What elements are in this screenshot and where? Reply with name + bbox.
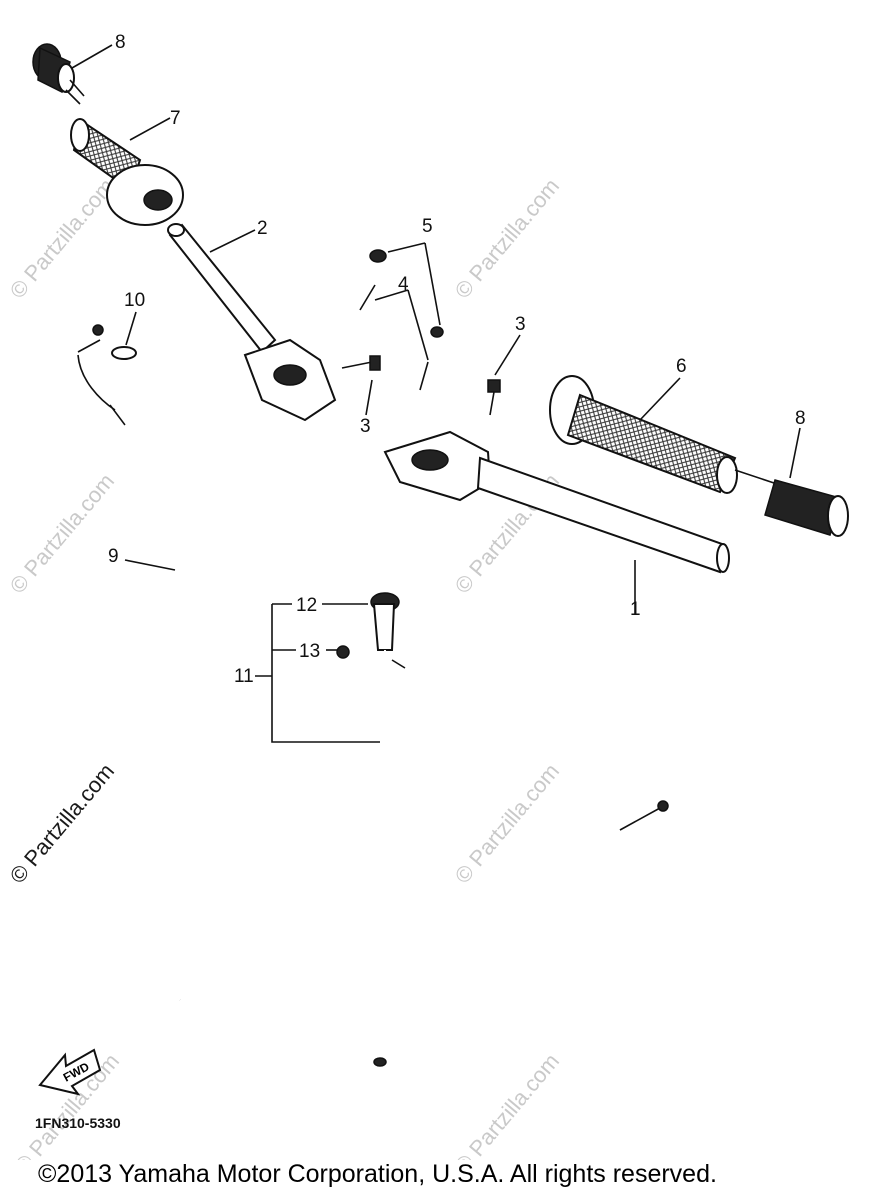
callout-8: 8	[115, 32, 126, 53]
callout-12: 12	[296, 595, 317, 616]
screws	[359, 242, 444, 391]
handlebar-right	[383, 430, 730, 615]
callout-11: 11	[234, 666, 254, 687]
throttle-grip	[70, 117, 184, 226]
callout-3: 3	[515, 314, 526, 335]
bar-end-weight-right	[734, 427, 849, 537]
copyright-notice: ©2013 Yamaha Motor Corporation, U.S.A. A…	[38, 1160, 717, 1188]
watermark: © Partzilla.com	[5, 469, 119, 599]
callout-10: 10	[124, 290, 145, 311]
callout-2: 2	[257, 218, 268, 239]
throttle-cable	[77, 311, 669, 1012]
callout-labels: 8 7 2 5 4 10 3 6 3 8 9 1 12 13 11	[108, 32, 806, 687]
diagram-canvas: © Partzilla.com © Partzilla.com © Partzi…	[5, 32, 849, 1179]
callout-3: 3	[360, 416, 371, 437]
watermark: © Partzilla.com	[5, 759, 119, 889]
bolt-right	[487, 334, 521, 416]
watermark: © Partzilla.com	[450, 759, 564, 889]
diagram-code: 1FN310-5330	[35, 1115, 121, 1131]
callout-7: 7	[170, 108, 181, 129]
watermark: © Partzilla.com	[5, 174, 119, 304]
callout-6: 6	[676, 356, 687, 377]
handlebar-left	[167, 223, 337, 422]
callout-5: 5	[422, 216, 433, 237]
callout-4: 4	[398, 274, 409, 295]
callout-1: 1	[630, 599, 641, 620]
bolt-left	[341, 355, 381, 416]
callout-13: 13	[299, 641, 320, 662]
callout-8: 8	[795, 408, 806, 429]
watermark: © Partzilla.com	[450, 1049, 564, 1160]
grip-right	[549, 375, 738, 494]
watermark: © Partzilla.com	[450, 174, 564, 304]
bar-end-weight-top	[32, 43, 113, 105]
callout-9: 9	[108, 546, 119, 567]
choke-cable	[255, 592, 406, 1067]
watermark-layer: © Partzilla.com © Partzilla.com © Partzi…	[5, 174, 564, 1179]
